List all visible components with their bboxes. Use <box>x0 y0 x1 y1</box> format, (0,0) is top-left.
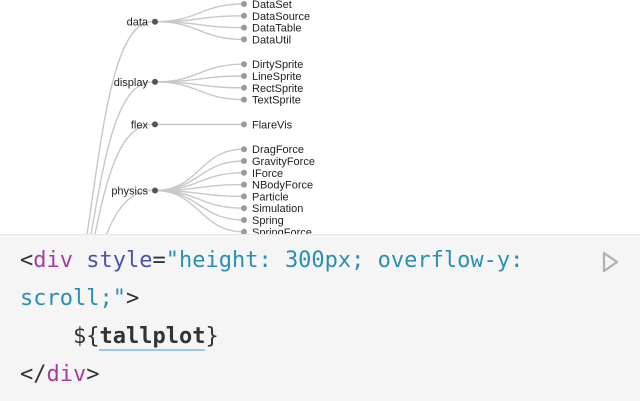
tree-parent-label: data <box>127 17 149 29</box>
tree-leaf-node <box>241 158 247 164</box>
tree-leaf-node <box>241 1 247 7</box>
run-button[interactable] <box>596 248 624 276</box>
tree-parent-label: flex <box>131 119 149 131</box>
tree-leaf-label: TextSprite <box>252 95 301 107</box>
tree-link <box>154 189 245 233</box>
code-line-4: </div> <box>20 362 100 388</box>
tree-leaf-node <box>241 12 247 19</box>
code-token-string-start: "height: 300px; overflow-y: <box>165 248 524 273</box>
tree-leaf-label: Simulation <box>252 203 303 215</box>
code-token-close-tag-end: > <box>86 362 100 387</box>
play-icon <box>602 251 619 273</box>
tree-link <box>154 15 245 23</box>
tree-link <box>154 81 245 101</box>
code-token-string-end: scroll;" <box>20 286 126 311</box>
tree-leaf-node <box>241 181 247 188</box>
tree-leaf-node <box>241 205 247 212</box>
tree-trunk-links <box>86 21 153 234</box>
code-token-close-tag: div <box>46 362 87 387</box>
tree-leaf-node <box>241 193 247 200</box>
tree-leaf-label: DataTable <box>252 23 302 35</box>
tree-leaf-node <box>241 146 247 153</box>
tree-parent-node <box>152 18 158 25</box>
code-indent <box>20 324 73 349</box>
code-token-equals: = <box>152 248 166 273</box>
tree-link <box>86 21 153 234</box>
tree-leaf-label: Particle <box>252 191 289 203</box>
tree-leaf-label: DataSource <box>252 11 310 23</box>
tree-leaf-label: FlareVis <box>252 119 293 131</box>
tree-link <box>154 75 245 83</box>
code-line-3: ${tallplot} <box>20 324 219 351</box>
code-token-open-bracket: < <box>20 248 34 273</box>
code-token-interp-name[interactable]: tallplot <box>99 324 206 351</box>
code-line-2: scroll;"> <box>20 286 139 312</box>
tree-leaf-node <box>241 228 247 234</box>
tree-parent-node <box>152 187 158 194</box>
tree-leaf-label: RectSprite <box>252 83 303 95</box>
tree-leaf-label: DragForce <box>252 144 304 156</box>
tree-parent-node <box>152 78 158 85</box>
tree-leaf-label: NBodyForce <box>252 180 313 192</box>
tree-leaf-label: IForce <box>252 168 283 180</box>
code-token-tag: div <box>33 248 73 273</box>
tree-leaf-label: Spring <box>252 215 284 227</box>
tree-link <box>94 123 153 234</box>
tree-leaf-node <box>241 121 247 128</box>
code-token-interp-close: } <box>205 324 219 349</box>
tree-leaf-label: DirtySprite <box>252 59 303 71</box>
code-token-close-tag-open: </ <box>20 362 47 387</box>
tree-leaf-label: DataUtil <box>252 34 291 46</box>
tree-parent-label: physics <box>111 186 148 198</box>
code-line-1: <div style="height: 300px; overflow-y: <box>20 248 523 274</box>
tree-leaf-label: SpringForce <box>252 227 312 234</box>
tree-link <box>90 81 153 234</box>
tree-link <box>154 21 245 41</box>
code-cell[interactable]: <div style="height: 300px; overflow-y: s… <box>0 234 640 401</box>
tree-leaf-node <box>241 96 247 103</box>
tree-link <box>105 189 153 234</box>
tree-link <box>154 183 245 192</box>
code-token-attr: style <box>86 248 153 273</box>
tree-leaf-node <box>241 61 247 68</box>
tree-leaf-node <box>241 169 247 176</box>
code-token-close-bracket: > <box>125 286 140 311</box>
code-token-interp-open: ${ <box>72 324 100 349</box>
tree-link <box>154 189 245 221</box>
tree-leaf-node <box>241 36 247 43</box>
tree-leaf-node <box>241 73 247 79</box>
tree-parent-node <box>152 121 158 128</box>
tree-leaf-label: LineSprite <box>252 71 302 83</box>
tree-leaf-node <box>241 24 247 31</box>
tree-leaf-label: GravityForce <box>252 156 315 168</box>
tree-parent-label: display <box>114 77 149 89</box>
tree-leaf-node <box>241 217 247 223</box>
tree-link <box>154 160 245 192</box>
tree-leaf-label: DataSet <box>252 0 292 11</box>
tree-leaf-node <box>241 84 247 91</box>
